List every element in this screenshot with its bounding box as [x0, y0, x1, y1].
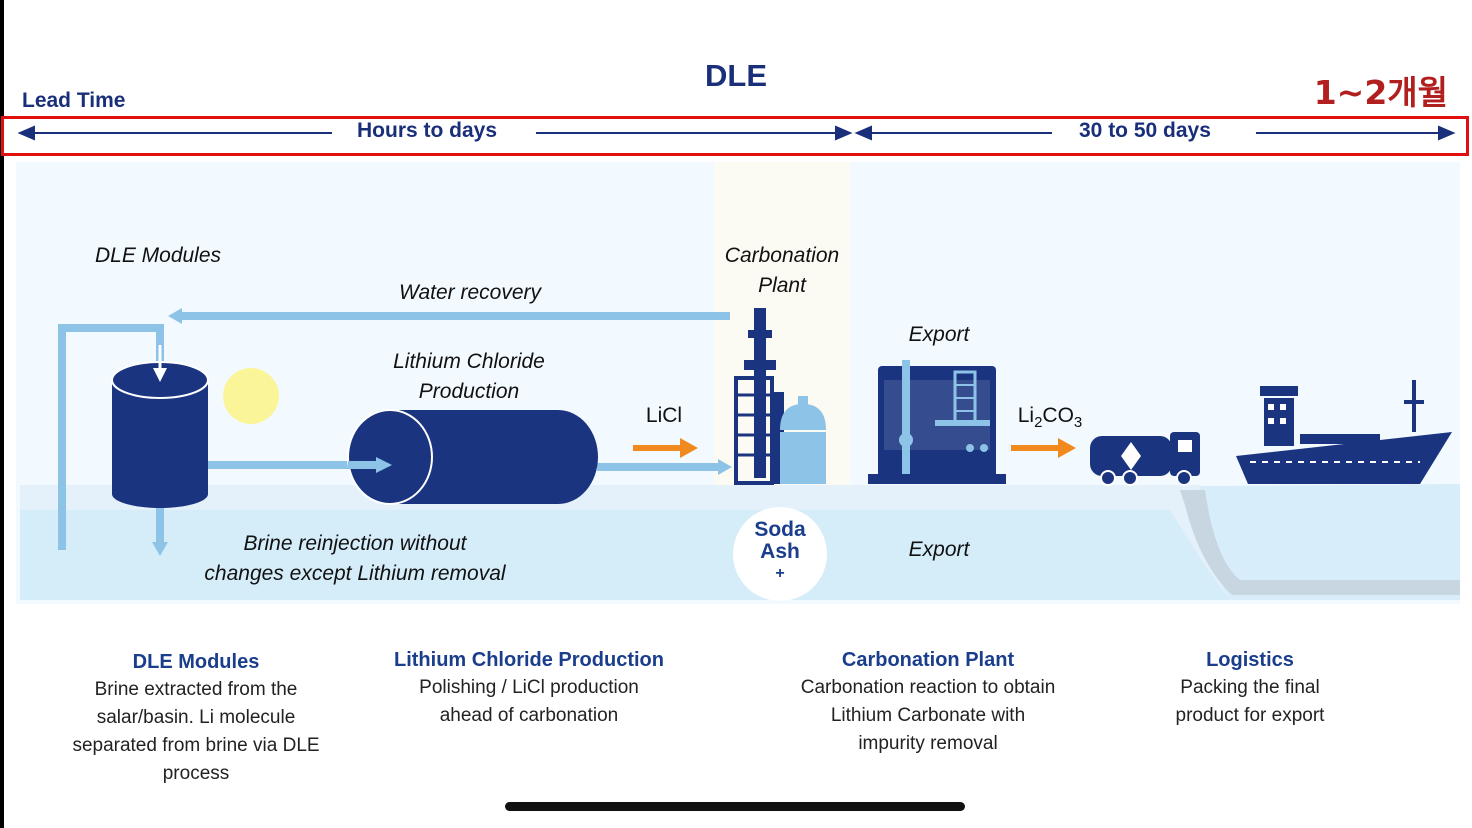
- label-water-recovery: Water recovery: [399, 281, 541, 304]
- caption-title-licl: Lithium Chloride Production: [394, 649, 664, 671]
- timeline-highlight-box: [1, 116, 1469, 156]
- label-export-top: Export: [908, 323, 970, 346]
- soda-ash-badge: Soda Ash +: [733, 507, 827, 601]
- label-licl: LiCl: [645, 404, 683, 427]
- label-dle-modules: DLE Modules: [94, 244, 222, 267]
- brine-water: [20, 510, 1230, 600]
- caption-desc-dle: Brine extracted from the salar/basin. Li…: [72, 679, 320, 784]
- label-li2co3: Li2CO3: [1017, 404, 1083, 432]
- licl-tank: [347, 409, 598, 505]
- caption-title-dle: DLE Modules: [132, 651, 260, 673]
- page-title: DLE: [705, 58, 767, 93]
- dle-module-tank: [111, 361, 209, 508]
- timeline-segment-2: 30 to 50 days: [1079, 119, 1211, 142]
- soda-ash-plus: +: [775, 565, 785, 582]
- label-brine-line2: changes except Lithium removal: [204, 562, 506, 585]
- truck-icon: [1090, 432, 1200, 486]
- pipe-arrowheads: [152, 308, 732, 556]
- carbonation-plant-icon: [734, 308, 826, 485]
- timeline-arrows: [17, 125, 1456, 141]
- label-export-bottom: Export: [908, 538, 970, 561]
- label-carbonation-line2: Plant: [758, 274, 806, 297]
- timeline-segment-1: Hours to days: [357, 119, 498, 142]
- screen-edge: [0, 0, 4, 828]
- lead-time-label: Lead Time: [22, 89, 126, 112]
- label-licl-production-line2: Production: [418, 380, 520, 403]
- home-indicator[interactable]: [505, 802, 965, 811]
- ship-icon: [1236, 380, 1452, 484]
- label-carbonation-line1: Carbonation: [724, 244, 840, 267]
- soda-ash-line1: Soda: [754, 518, 806, 541]
- caption-desc-carbonation: Carbonation reaction to obtain Lithium C…: [800, 677, 1056, 754]
- shoreline: [1180, 490, 1460, 595]
- korean-annotation: 1~2개월: [1313, 73, 1448, 112]
- sun-icon: [223, 368, 279, 424]
- sea-water: [1195, 484, 1460, 600]
- caption-title-logistics: Logistics: [1206, 649, 1294, 671]
- label-licl-production-line1: Lithium Chloride: [393, 350, 545, 373]
- label-brine-line1: Brine reinjection without: [243, 532, 467, 555]
- caption-title-carbonation: Carbonation Plant: [841, 649, 1015, 671]
- soda-ash-line2: Ash: [760, 540, 800, 563]
- caption-desc-licl: Polishing / LiCl production ahead of car…: [419, 677, 639, 726]
- export-facility-icon: [868, 360, 1006, 484]
- caption-desc-logistics: Packing the final product for export: [1175, 677, 1325, 726]
